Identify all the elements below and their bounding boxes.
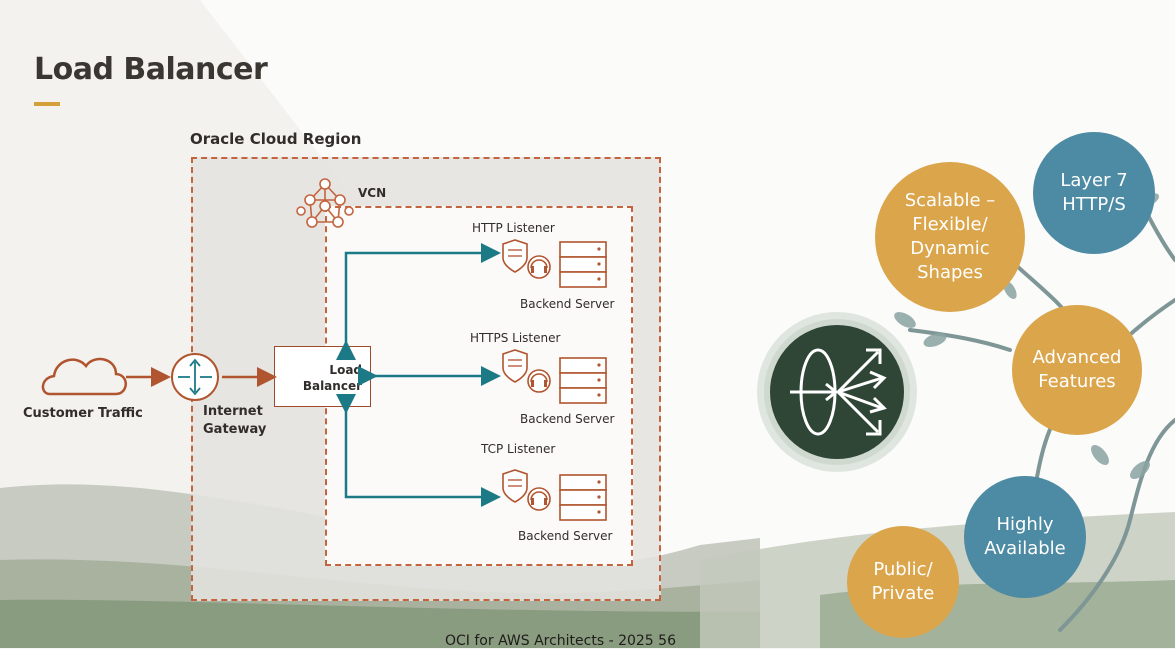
feature-scalable: Scalable – Flexible/ Dynamic Shapes [875,162,1025,312]
customer-traffic-label: Customer Traffic [23,406,143,421]
feature-public-private: Public/ Private [847,526,959,638]
tcp-listener-label: TCP Listener [481,442,556,456]
slide-footer: OCI for AWS Architects - 2025 56 [445,633,676,649]
load-balancer-label: Load Balancer [302,363,362,393]
https-listener-label: HTTPS Listener [470,331,561,345]
feature-layer7: Layer 7 HTTP/S [1033,132,1155,254]
feature-highly-available: Highly Available [964,476,1086,598]
http-listener-label: HTTP Listener [472,221,555,235]
http-backend-server-label: Backend Server [520,297,615,311]
region-label: Oracle Cloud Region [190,130,362,148]
vcn-box [325,206,633,566]
slide-title: Load Balancer [34,52,268,87]
tcp-backend-server-label: Backend Server [518,529,613,543]
internet-gateway-label: Internet Gateway [203,404,267,437]
title-accent-bar [34,102,60,106]
feature-advanced: Advanced Features [1012,305,1142,435]
vcn-label: VCN [358,186,387,200]
https-backend-server-label: Backend Server [520,412,615,426]
